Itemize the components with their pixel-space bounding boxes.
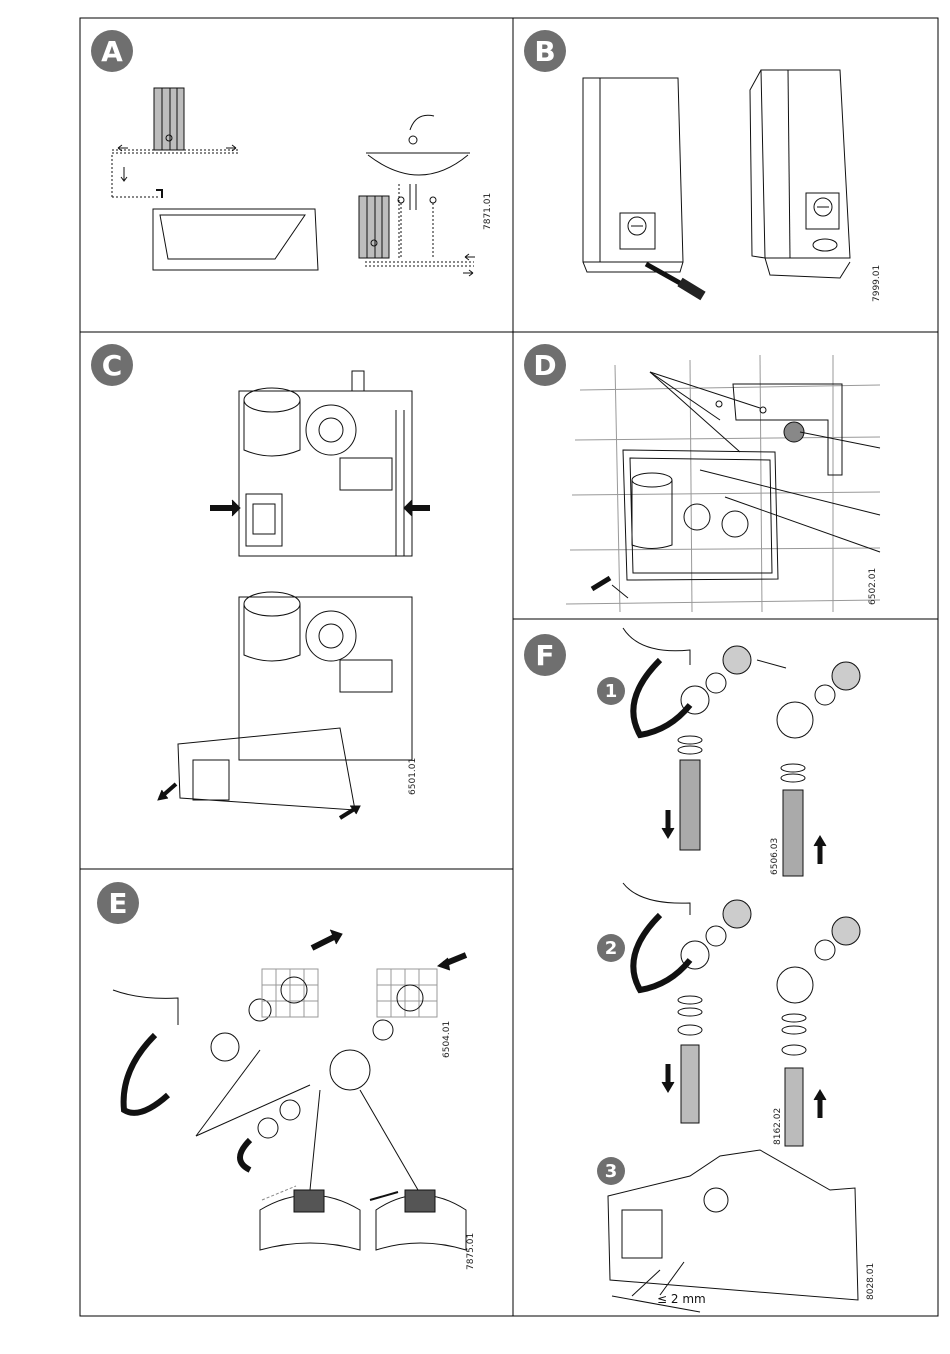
panel-badge-a: A — [91, 30, 133, 72]
figure-code-e: 7875.01 — [466, 1233, 476, 1270]
figure-code-a: 7871.01 — [483, 193, 493, 230]
figure-code-f2: 8162.02 — [773, 1108, 783, 1145]
panel-b-drawing — [583, 70, 850, 296]
tolerance-label: ≤ 2 mm — [657, 1292, 706, 1306]
step-badge-1: 1 — [597, 677, 625, 705]
figure-code-c: 6501.01 — [408, 758, 418, 795]
panel-badge-c: C — [91, 344, 133, 386]
panel-badge-d: D — [524, 344, 566, 386]
panel-badge-f: F — [524, 634, 566, 676]
panel-f-drawing — [608, 628, 860, 1312]
panel-d-drawing-lines — [592, 372, 880, 598]
figure-code-e-upper: 6504.01 — [442, 1021, 452, 1058]
panel-a-drawing — [112, 88, 475, 276]
figure-code-b: 7999.01 — [872, 265, 882, 302]
step-badge-3: 3 — [597, 1157, 625, 1185]
panel-c-drawing — [158, 371, 430, 818]
panel-badge-b: B — [524, 30, 566, 72]
panel-badge-e: E — [97, 882, 139, 924]
outer-border — [80, 18, 938, 1316]
figure-code-f3: 8028.01 — [866, 1263, 876, 1300]
figure-code-d: 6502.01 — [868, 568, 878, 605]
figure-code-f1: 6506.03 — [770, 838, 780, 875]
panel-e-drawing — [113, 930, 466, 1250]
heater-right — [359, 196, 389, 258]
step-badge-2: 2 — [597, 934, 625, 962]
